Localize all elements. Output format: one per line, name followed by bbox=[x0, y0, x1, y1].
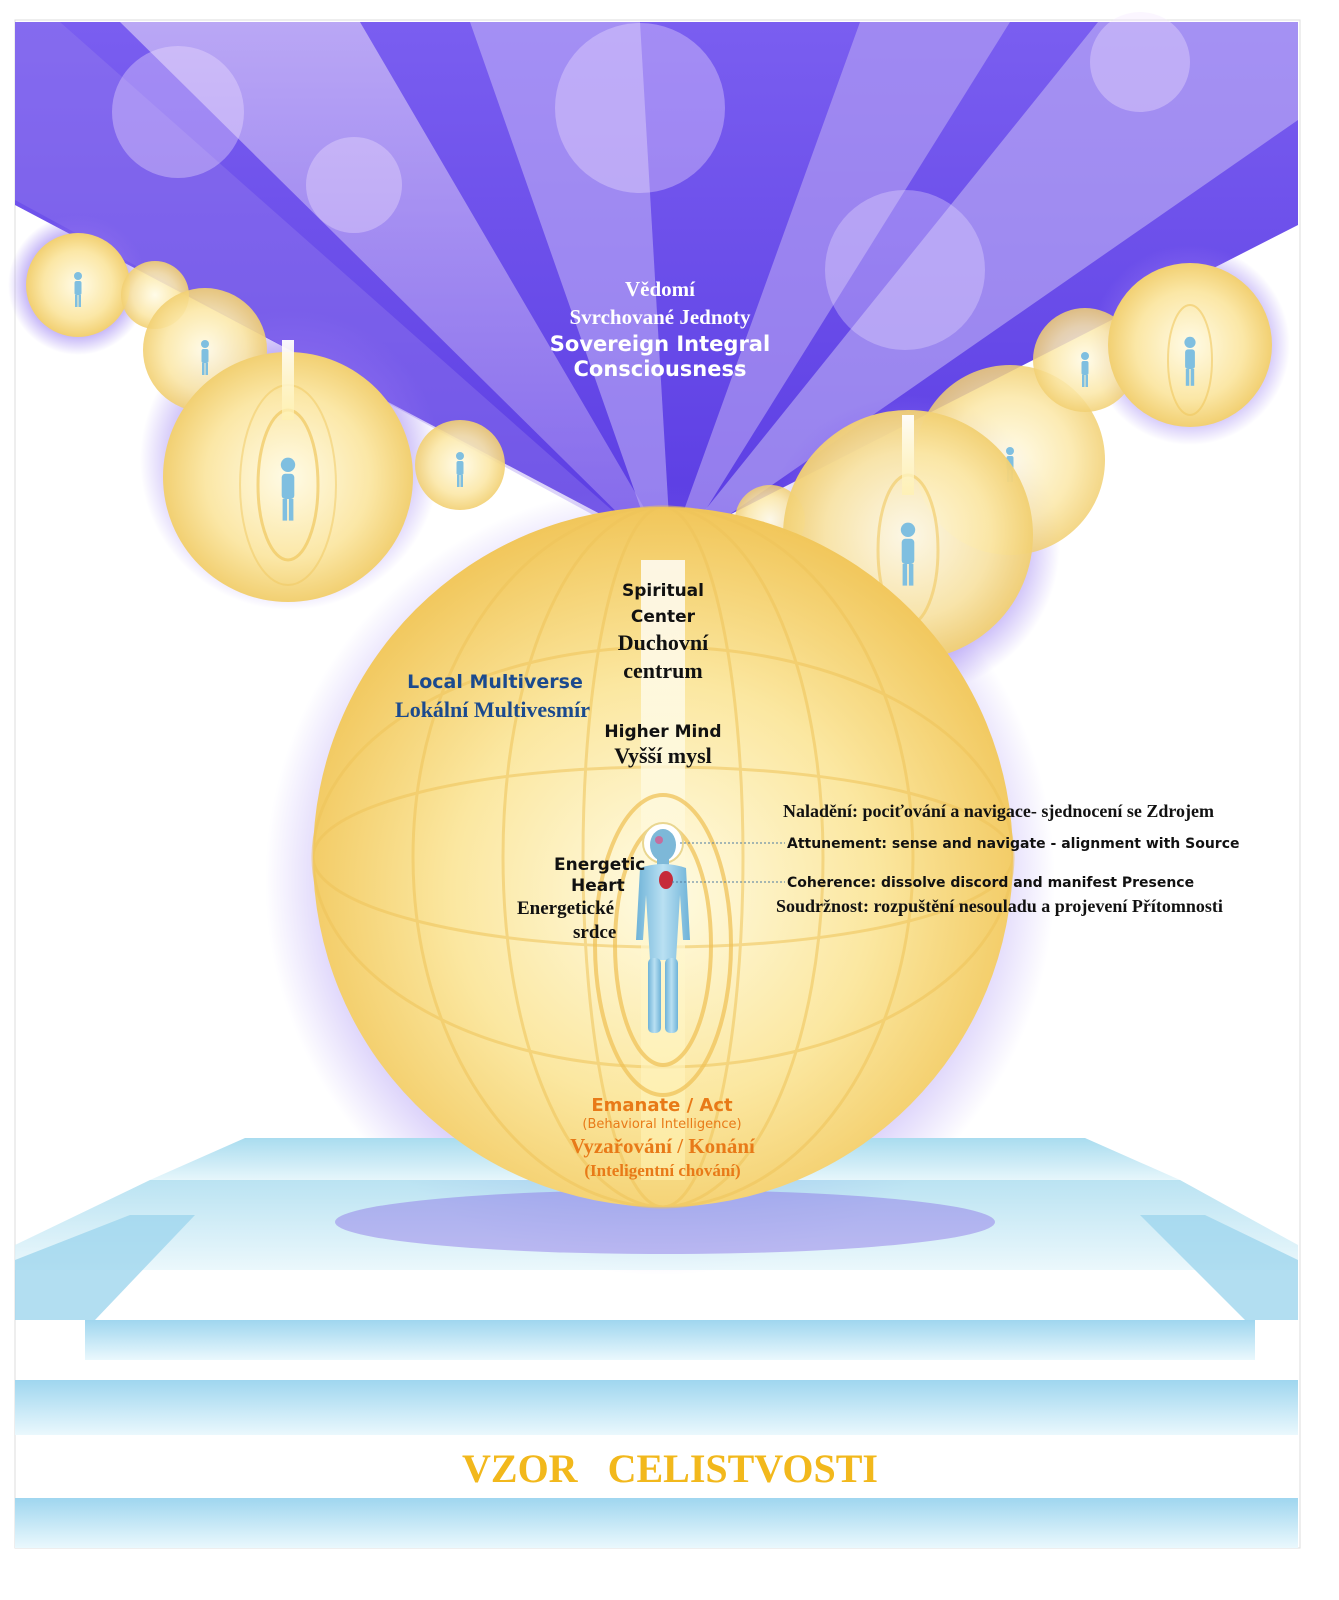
footer-title: VZOR CELISTVOSTI bbox=[462, 1446, 878, 1491]
label-center: Center bbox=[630, 607, 696, 627]
label-duchovni: Duchovní bbox=[617, 630, 709, 655]
label-emanate-act: Emanate / Act bbox=[591, 1095, 733, 1116]
label-coherence: Coherence: dissolve discord and manifest… bbox=[787, 875, 1195, 891]
purple-fan bbox=[15, 22, 1298, 585]
human-figure bbox=[636, 822, 690, 1033]
label-soudrznost: Soudržnost: rozpuštění nesouladu a proje… bbox=[776, 896, 1223, 916]
faint-bubbles bbox=[112, 12, 1190, 350]
heading-sovereign-integral: Sovereign Integral bbox=[549, 332, 771, 356]
label-lokalni-multivesmir: Lokální Multivesmír bbox=[395, 697, 590, 722]
label-srdce: srdce bbox=[573, 922, 617, 943]
label-behavioral-intelligence: (Behavioral Intelligence) bbox=[582, 1117, 742, 1132]
label-spiritual: Spiritual bbox=[622, 581, 704, 601]
heading-consciousness: Consciousness bbox=[573, 357, 747, 381]
label-vyzarovani-konani: Vyzařování / Konání bbox=[570, 1134, 755, 1158]
label-energeticke: Energetické bbox=[517, 898, 615, 919]
label-heart: Heart bbox=[571, 876, 625, 896]
heading-svrchovane-jednoty: Svrchované Jednoty bbox=[569, 305, 751, 329]
label-naladeni: Naladění: pociťování a navigace- sjednoc… bbox=[783, 801, 1215, 821]
heading-vedomi: Vědomí bbox=[625, 277, 695, 301]
outer-spheres bbox=[26, 233, 1272, 660]
label-inteligentni-chovani: (Inteligentní chování) bbox=[584, 1161, 741, 1180]
connector-lines bbox=[672, 842, 785, 883]
label-attunement: Attunement: sense and navigate - alignme… bbox=[787, 836, 1240, 852]
label-local-multiverse: Local Multiverse bbox=[407, 671, 583, 693]
platform bbox=[15, 1138, 1298, 1548]
label-higher-mind: Higher Mind bbox=[604, 722, 722, 742]
label-vyssi-mysl: Vyšší mysl bbox=[614, 743, 712, 768]
label-centrum: centrum bbox=[623, 658, 703, 683]
label-energetic: Energetic bbox=[554, 855, 646, 875]
